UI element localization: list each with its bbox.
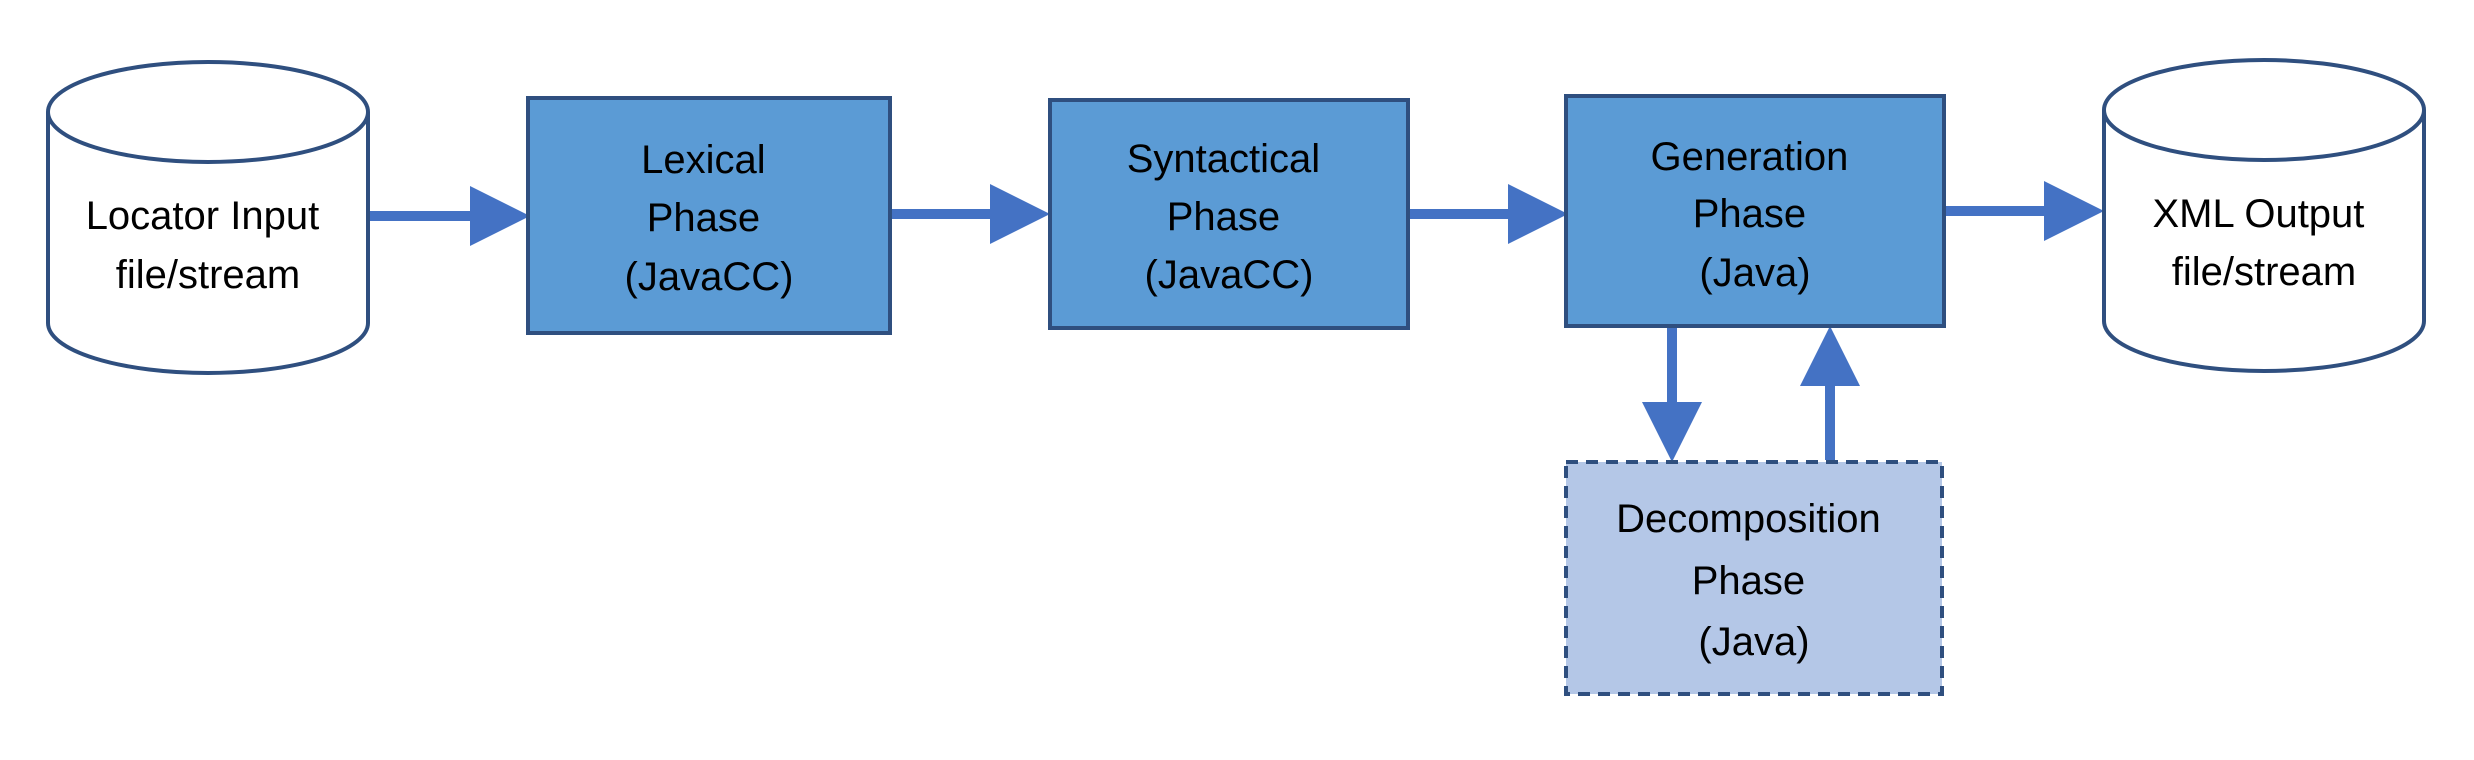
- lexical-phase-node: Lexical Phase (JavaCC): [526, 96, 892, 335]
- input-store-line-1: Locator Input: [86, 194, 320, 238]
- decomposition-phase-line-2: Phase: [1692, 559, 1805, 603]
- decomposition-phase-label: Decomposition Phase (Java): [1616, 497, 1892, 664]
- decomposition-phase-line-1: Decomposition: [1616, 497, 1881, 541]
- output-store-node: XML Output file/stream: [2102, 58, 2426, 373]
- output-store-line-2: file/stream: [2172, 250, 2357, 294]
- edges: [368, 181, 2104, 462]
- input-cylinder-top: [46, 60, 370, 164]
- syntactical-phase-line-1: Syntactical: [1127, 137, 1320, 181]
- generation-phase-node: Generation Phase (Java): [1564, 94, 1946, 328]
- decomposition-phase-box: [1564, 460, 1944, 696]
- lexical-phase-line-3: (JavaCC): [625, 255, 794, 299]
- input-store-line-2: file/stream: [116, 253, 301, 297]
- input-cylinder-body: [46, 112, 370, 375]
- lexical-phase-label: Lexical Phase (JavaCC): [625, 138, 794, 299]
- generation-phase-line-3: (Java): [1699, 251, 1810, 295]
- input-store-node: Locator Input file/stream: [46, 60, 370, 375]
- syntactical-phase-node: Syntactical Phase (JavaCC): [1048, 98, 1410, 330]
- generation-phase-line-2: Phase: [1693, 192, 1806, 236]
- generation-phase-box: [1564, 94, 1946, 328]
- syntactical-phase-box: [1048, 98, 1410, 330]
- syntactical-phase-line-2: Phase: [1167, 195, 1280, 239]
- decomposition-phase-line-3: (Java): [1698, 620, 1809, 664]
- lexical-phase-line-1: Lexical: [641, 138, 766, 182]
- input-store-label: Locator Input file/stream: [86, 194, 331, 297]
- output-cylinder-top: [2102, 58, 2426, 162]
- lexical-phase-line-2: Phase: [647, 196, 760, 240]
- generation-phase-label: Generation Phase (Java): [1650, 135, 1859, 295]
- syntactical-phase-line-3: (JavaCC): [1145, 253, 1314, 297]
- lexical-phase-box: [526, 96, 892, 335]
- output-store-label: XML Output file/stream: [2152, 192, 2375, 294]
- syntactical-phase-label: Syntactical Phase (JavaCC): [1127, 137, 1332, 297]
- generation-phase-line-1: Generation: [1650, 135, 1848, 179]
- output-cylinder-body: [2102, 110, 2426, 373]
- decomposition-phase-node: Decomposition Phase (Java): [1564, 460, 1944, 696]
- output-store-line-1: XML Output: [2152, 192, 2364, 236]
